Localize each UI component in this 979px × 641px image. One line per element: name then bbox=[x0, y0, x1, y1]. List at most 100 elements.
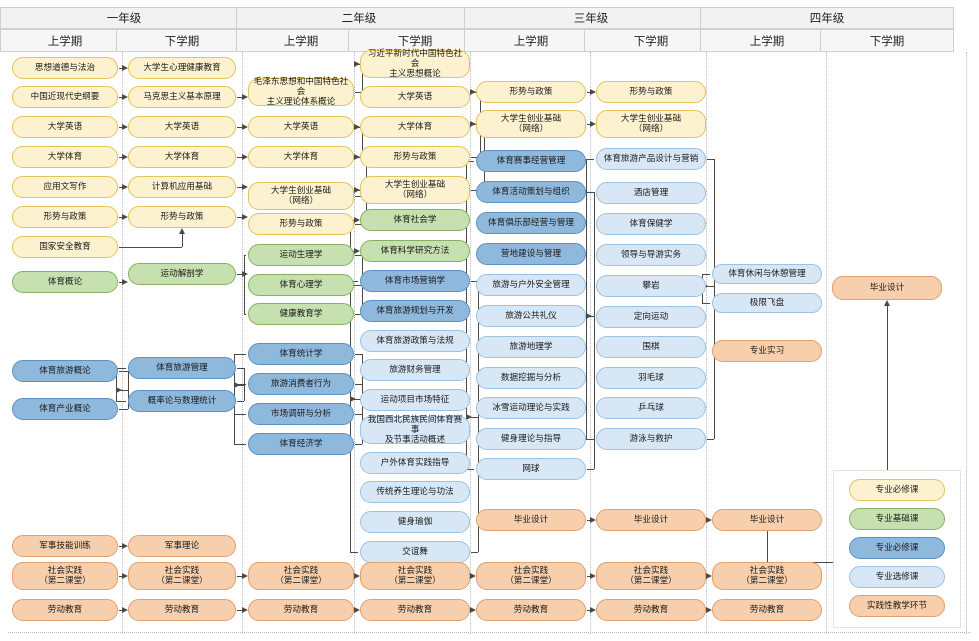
course-node[interactable]: 专业实习 bbox=[712, 340, 822, 362]
course-node[interactable]: 健身瑜伽 bbox=[360, 511, 470, 533]
course-node[interactable]: 概率论与数理统计 bbox=[128, 390, 236, 412]
course-node[interactable]: 体育保健学 bbox=[596, 213, 706, 235]
course-node[interactable]: 劳动教育 bbox=[12, 599, 118, 621]
course-node[interactable]: 体育统计学 bbox=[248, 343, 354, 365]
course-node[interactable]: 社会实践 （第二课堂） bbox=[12, 562, 118, 590]
course-node[interactable]: 社会实践 （第二课堂） bbox=[360, 562, 470, 590]
course-node[interactable]: 体育旅游管理 bbox=[128, 357, 236, 379]
connector-line bbox=[355, 314, 362, 315]
course-node[interactable]: 旅游消费者行为 bbox=[248, 373, 354, 395]
course-node[interactable]: 社会实践 （第二课堂） bbox=[712, 562, 822, 590]
course-node[interactable]: 运动解剖学 bbox=[128, 263, 236, 285]
course-node[interactable]: 体育旅游概论 bbox=[12, 360, 118, 382]
course-node[interactable]: 大学英语 bbox=[12, 116, 118, 138]
course-node[interactable]: 体育旅游规划与开发 bbox=[360, 300, 470, 322]
course-node[interactable]: 传统养生理论与功法 bbox=[360, 481, 470, 503]
course-node[interactable]: 攀岩 bbox=[596, 275, 706, 297]
course-node[interactable]: 围棋 bbox=[596, 336, 706, 358]
course-node[interactable]: 形势与政策 bbox=[596, 81, 706, 103]
course-node[interactable]: 劳动教育 bbox=[128, 599, 236, 621]
course-node[interactable]: 毕业设计 bbox=[712, 509, 822, 531]
course-node[interactable]: 劳动教育 bbox=[596, 599, 706, 621]
course-node[interactable]: 社会实践 （第二课堂） bbox=[248, 562, 354, 590]
course-node[interactable]: 户外体育实践指导 bbox=[360, 452, 470, 474]
course-node[interactable]: 体育科学研究方法 bbox=[360, 240, 470, 262]
course-node[interactable]: 市场调研与分析 bbox=[248, 403, 354, 425]
course-node[interactable]: 大学体育 bbox=[128, 146, 236, 168]
course-node[interactable]: 劳动教育 bbox=[360, 599, 470, 621]
course-node[interactable]: 旅游地理学 bbox=[476, 336, 586, 358]
course-node[interactable]: 毕业设计 bbox=[596, 509, 706, 531]
course-node[interactable]: 大学体育 bbox=[12, 146, 118, 168]
course-node[interactable]: 应用文写作 bbox=[12, 176, 118, 198]
course-node[interactable]: 体育俱乐部经营与管理 bbox=[476, 212, 586, 234]
course-node[interactable]: 体育赛事经营管理 bbox=[476, 150, 586, 172]
course-node[interactable]: 体育社会学 bbox=[360, 209, 470, 231]
course-node[interactable]: 定向运动 bbox=[596, 306, 706, 328]
course-node[interactable]: 体育旅游政策与法规 bbox=[360, 330, 470, 352]
course-node[interactable]: 交谊舞 bbox=[360, 541, 470, 563]
course-node[interactable]: 领导与导游实务 bbox=[596, 244, 706, 266]
course-node[interactable]: 毕业设计 bbox=[832, 276, 942, 300]
course-node[interactable]: 形势与政策 bbox=[248, 213, 354, 235]
course-node[interactable]: 形势与政策 bbox=[128, 206, 236, 228]
course-node[interactable]: 毕业设计 bbox=[476, 509, 586, 531]
course-node[interactable]: 我国西北民族民间体育赛事 及节事活动概述 bbox=[360, 415, 470, 445]
course-node[interactable]: 体育市场营销学 bbox=[360, 270, 470, 292]
course-node[interactable]: 大学英语 bbox=[248, 116, 354, 138]
course-node[interactable]: 体育休闲与休憩管理 bbox=[712, 264, 822, 284]
course-node[interactable]: 社会实践 （第二课堂） bbox=[596, 562, 706, 590]
course-node[interactable]: 大学生创业基础 （网络） bbox=[596, 110, 706, 138]
course-node[interactable]: 形势与政策 bbox=[12, 206, 118, 228]
course-node[interactable]: 营地建设与管理 bbox=[476, 243, 586, 265]
course-node[interactable]: 羽毛球 bbox=[596, 367, 706, 389]
course-node[interactable]: 计算机应用基础 bbox=[128, 176, 236, 198]
course-node[interactable]: 劳动教育 bbox=[476, 599, 586, 621]
course-node[interactable]: 军事技能训练 bbox=[12, 535, 118, 557]
course-node[interactable]: 社会实践 （第二课堂） bbox=[128, 562, 236, 590]
course-node[interactable]: 体育旅游产品设计与营销 bbox=[596, 148, 706, 170]
course-node[interactable]: 网球 bbox=[476, 458, 586, 480]
course-node[interactable]: 健身理论与指导 bbox=[476, 428, 586, 450]
course-node[interactable]: 中国近现代史纲要 bbox=[12, 86, 118, 108]
course-node[interactable]: 旅游公共礼仪 bbox=[476, 305, 586, 327]
course-node[interactable]: 习近平新时代中国特色社会 主义思想概论 bbox=[360, 49, 470, 79]
course-node[interactable]: 极限飞盘 bbox=[712, 293, 822, 313]
course-node[interactable]: 乒乓球 bbox=[596, 397, 706, 419]
course-node[interactable]: 旅游财务管理 bbox=[360, 359, 470, 381]
course-node[interactable]: 运动项目市场特征 bbox=[360, 389, 470, 411]
course-node[interactable]: 大学英语 bbox=[360, 86, 470, 108]
course-node[interactable]: 游泳与救护 bbox=[596, 428, 706, 450]
course-node[interactable]: 社会实践 （第二课堂） bbox=[476, 562, 586, 590]
course-node[interactable]: 健康教育学 bbox=[248, 303, 354, 325]
course-node[interactable]: 大学体育 bbox=[360, 116, 470, 138]
column-divider-6 bbox=[706, 52, 707, 634]
course-node[interactable]: 大学生心理健康教育 bbox=[128, 57, 236, 79]
course-node[interactable]: 劳动教育 bbox=[712, 599, 822, 621]
course-node[interactable]: 军事理论 bbox=[128, 535, 236, 557]
course-node[interactable]: 毛泽东思想和中国特色社会 主义理论体系概论 bbox=[248, 77, 354, 107]
connector-line bbox=[350, 285, 362, 286]
connector-line bbox=[587, 124, 590, 125]
course-node[interactable]: 大学生创业基础 （网络） bbox=[248, 182, 354, 210]
course-node[interactable]: 冰雪运动理论与实践 bbox=[476, 397, 586, 419]
course-node[interactable]: 劳动教育 bbox=[248, 599, 354, 621]
course-node[interactable]: 大学英语 bbox=[128, 116, 236, 138]
course-node[interactable]: 运动生理学 bbox=[248, 244, 354, 266]
course-node[interactable]: 旅游与户外安全管理 bbox=[476, 274, 586, 296]
course-node[interactable]: 体育产业概论 bbox=[12, 398, 118, 420]
course-node[interactable]: 数据挖掘与分析 bbox=[476, 367, 586, 389]
course-node[interactable]: 体育活动策划与组织 bbox=[476, 181, 586, 203]
course-node[interactable]: 马克思主义基本原理 bbox=[128, 86, 236, 108]
course-node[interactable]: 大学生创业基础 （网络） bbox=[476, 110, 586, 138]
course-node[interactable]: 体育经济学 bbox=[248, 433, 354, 455]
course-node[interactable]: 体育概论 bbox=[12, 271, 118, 293]
course-node[interactable]: 大学生创业基础 （网络） bbox=[360, 176, 470, 204]
course-node[interactable]: 大学体育 bbox=[248, 146, 354, 168]
course-node[interactable]: 酒店管理 bbox=[596, 182, 706, 204]
course-node[interactable]: 形势与政策 bbox=[360, 146, 470, 168]
course-node[interactable]: 体育心理学 bbox=[248, 274, 354, 296]
course-node[interactable]: 思想道德与法治 bbox=[12, 57, 118, 79]
course-node[interactable]: 形势与政策 bbox=[476, 81, 586, 103]
course-node[interactable]: 国家安全教育 bbox=[12, 236, 118, 258]
